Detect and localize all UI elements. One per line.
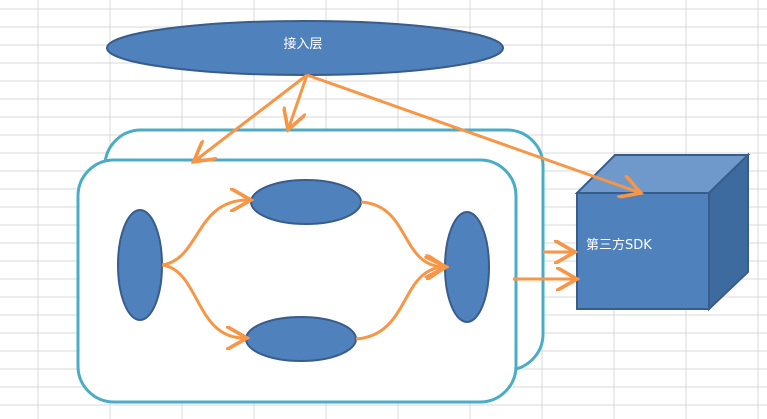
arrow-left-to-top	[161, 200, 248, 267]
bottom-node[interactable]	[245, 316, 357, 362]
front-container	[76, 158, 518, 404]
arrow-bottom-to-right	[355, 267, 443, 341]
arrow-access-to-front	[196, 73, 308, 160]
left-node[interactable]	[117, 209, 163, 321]
third-party-sdk-label: 第三方SDK	[586, 237, 652, 253]
top-node[interactable]	[250, 179, 362, 225]
access-layer-label: 接入层	[283, 36, 322, 52]
arrow-access-to-sdk	[306, 73, 638, 192]
right-node[interactable]	[444, 211, 490, 323]
third-party-sdk-node[interactable]	[574, 152, 751, 312]
arrow-left-to-bottom	[161, 263, 244, 338]
arrow-access-to-back	[289, 74, 309, 127]
